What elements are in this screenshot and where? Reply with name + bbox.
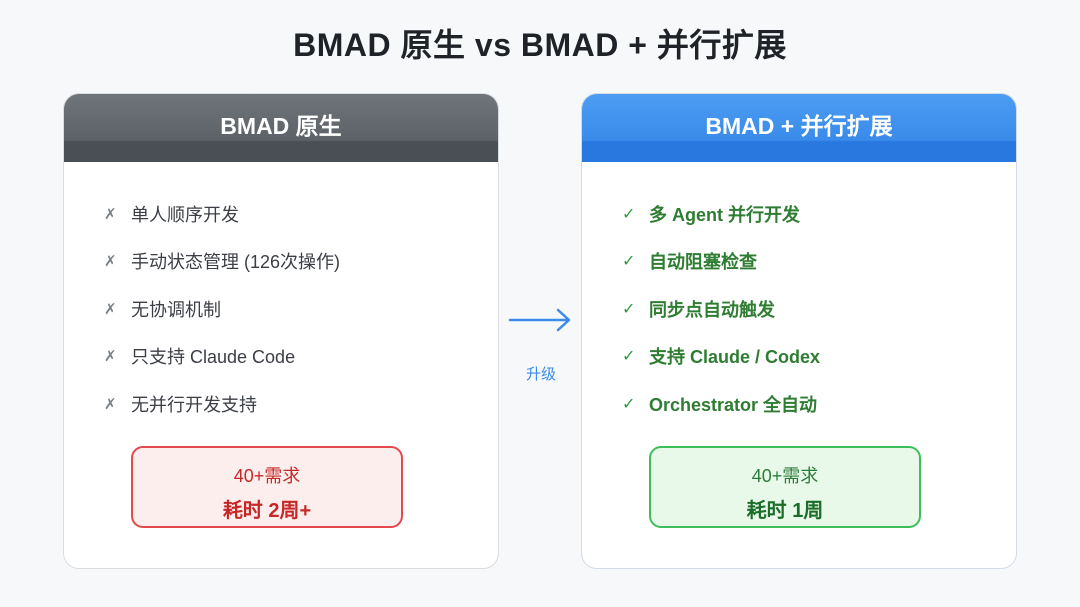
list-item: ✗ 无并行开发支持	[104, 380, 340, 428]
list-item: ✗ 手动状态管理 (126次操作)	[104, 238, 340, 286]
feature-label: Orchestrator 全自动	[649, 394, 818, 415]
summary-duration: 耗时 2周+	[222, 500, 312, 522]
card-header-title: BMAD + 并行扩展	[705, 113, 893, 140]
feature-label: 只支持 Claude Code	[131, 347, 296, 368]
list-item: ✓ 同步点自动触发	[622, 285, 820, 333]
check-mark-icon: ✓	[622, 253, 636, 271]
summary-box: 40+需求 耗时 2周+	[131, 446, 403, 528]
summary-duration: 耗时 1周	[746, 500, 824, 522]
feature-label: 无并行开发支持	[131, 394, 257, 415]
feature-label: 多 Agent 并行开发	[649, 204, 800, 225]
list-item: ✗ 只支持 Claude Code	[104, 333, 340, 381]
cross-mark-icon: ✗	[104, 253, 117, 271]
upgrade-label: 升级	[525, 366, 556, 383]
bmad-parallel-card: BMAD + 并行扩展 ✓ 多 Agent 并行开发 ✓ 自动阻塞检查 ✓ 同步…	[581, 93, 1017, 569]
cross-mark-icon: ✗	[104, 205, 117, 223]
feature-list: ✓ 多 Agent 并行开发 ✓ 自动阻塞检查 ✓ 同步点自动触发 ✓ 支持 C…	[622, 190, 820, 428]
summary-requirements: 40+需求	[233, 466, 301, 486]
feature-label: 手动状态管理 (126次操作)	[131, 252, 341, 273]
check-mark-icon: ✓	[622, 300, 636, 318]
card-header: BMAD 原生	[64, 94, 498, 162]
check-mark-icon: ✓	[622, 205, 636, 223]
feature-label: 无协调机制	[131, 299, 221, 320]
feature-label: 单人顺序开发	[131, 204, 239, 225]
cross-mark-icon: ✗	[104, 395, 117, 413]
check-mark-icon: ✓	[622, 348, 636, 366]
list-item: ✓ 多 Agent 并行开发	[622, 190, 820, 238]
feature-label: 同步点自动触发	[649, 299, 775, 320]
check-mark-icon: ✓	[622, 395, 636, 413]
list-item: ✗ 单人顺序开发	[104, 190, 340, 238]
summary-box: 40+需求 耗时 1周	[649, 446, 921, 528]
feature-label: 支持 Claude / Codex	[649, 347, 821, 368]
card-header: BMAD + 并行扩展	[582, 94, 1016, 162]
cross-mark-icon: ✗	[104, 348, 117, 366]
summary-requirements: 40+需求	[751, 466, 819, 486]
list-item: ✓ 自动阻塞检查	[622, 238, 820, 286]
right-arrow-icon	[506, 305, 576, 335]
page-title: BMAD 原生 vs BMAD + 并行扩展	[293, 27, 787, 63]
card-header-title: BMAD 原生	[220, 113, 342, 140]
cross-mark-icon: ✗	[104, 300, 117, 318]
bmad-native-card: BMAD 原生 ✗ 单人顺序开发 ✗ 手动状态管理 (126次操作) ✗ 无协调…	[63, 93, 499, 569]
feature-list: ✗ 单人顺序开发 ✗ 手动状态管理 (126次操作) ✗ 无协调机制 ✗ 只支持…	[104, 190, 340, 428]
list-item: ✓ Orchestrator 全自动	[622, 380, 820, 428]
feature-label: 自动阻塞检查	[649, 252, 757, 273]
list-item: ✗ 无协调机制	[104, 285, 340, 333]
list-item: ✓ 支持 Claude / Codex	[622, 333, 820, 381]
